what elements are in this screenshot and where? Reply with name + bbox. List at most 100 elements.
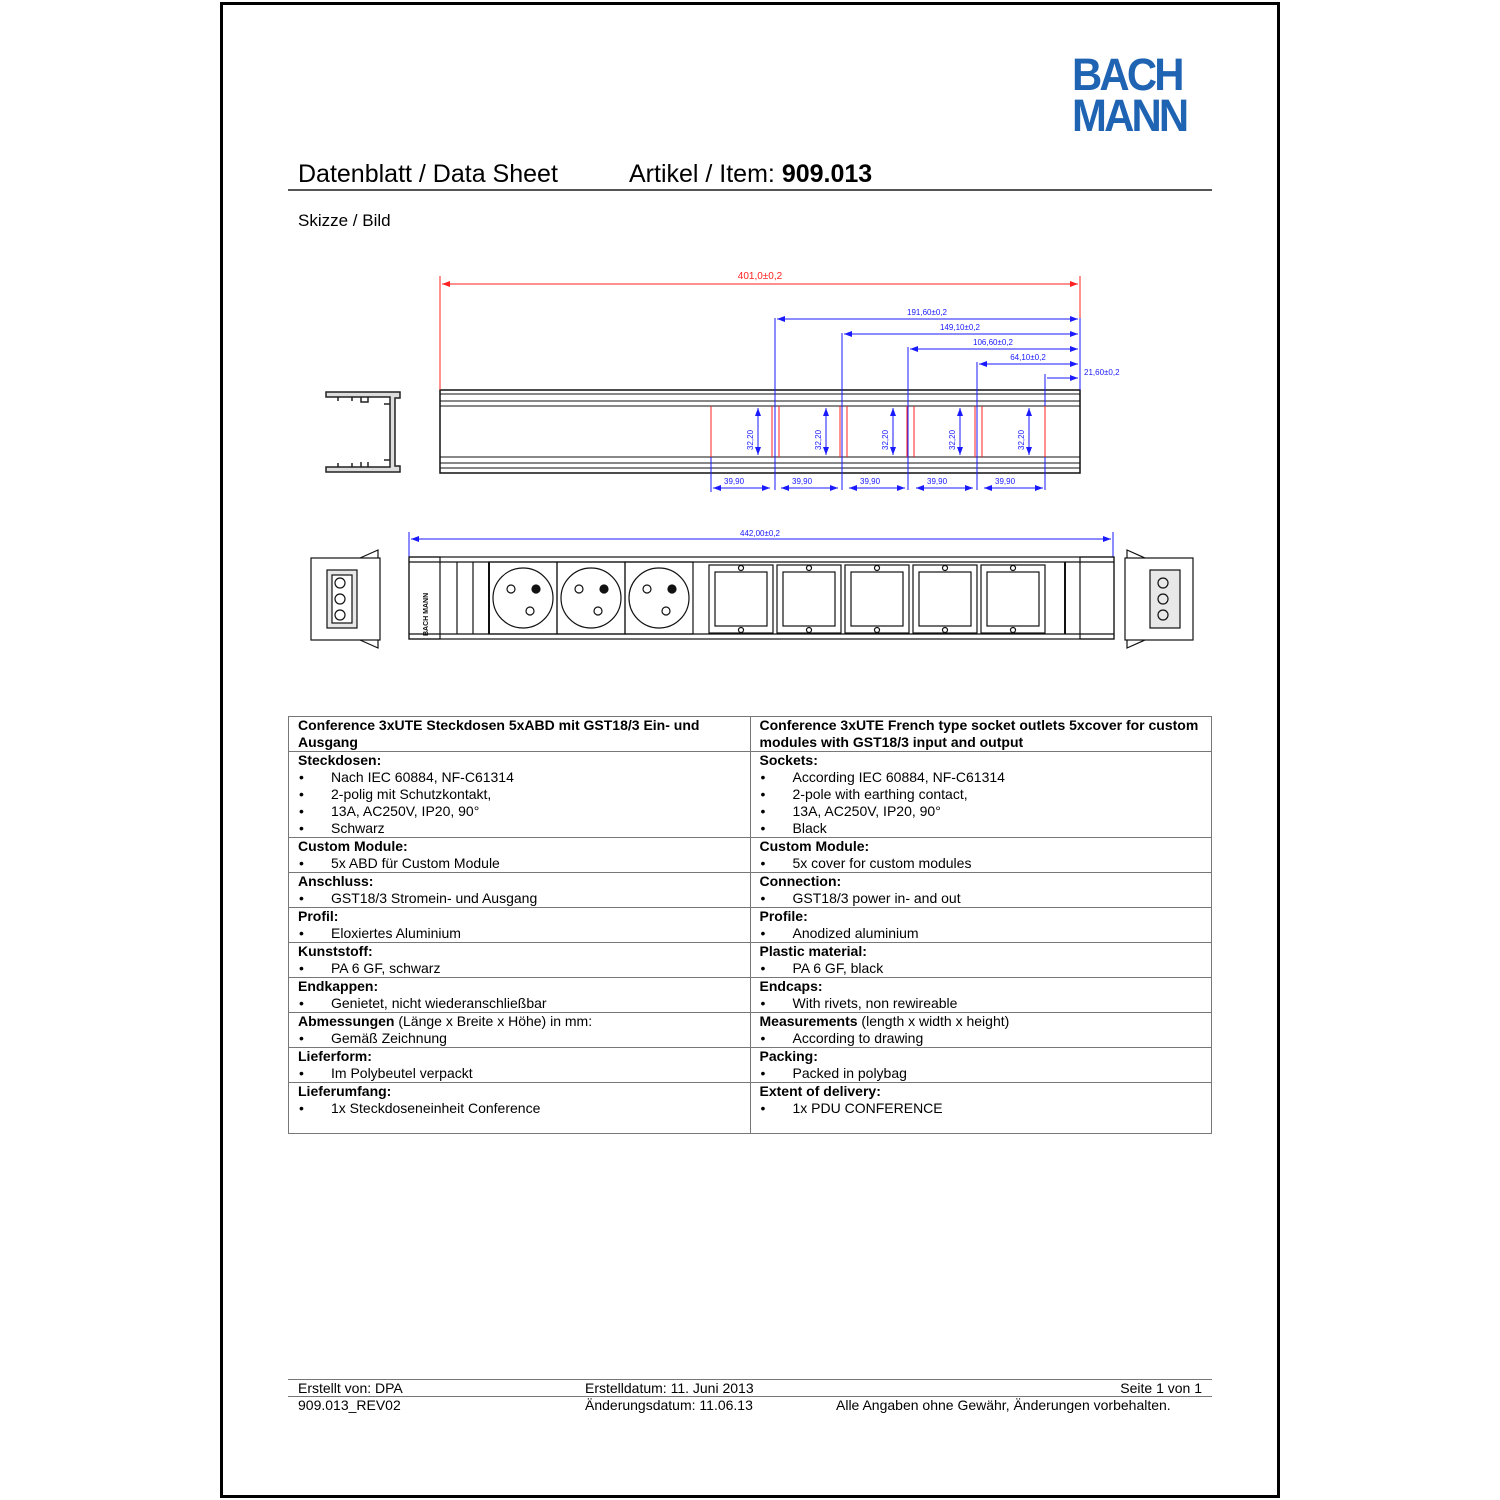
spec-de-measurements: Abmessungen (Länge x Breite x Höhe) in m… bbox=[288, 1012, 751, 1048]
end-label: BACH MANN bbox=[423, 593, 430, 636]
dim-cutout-w-4: 39,90 bbox=[927, 477, 948, 486]
dim-401: 401,0±0,2 bbox=[738, 271, 783, 282]
table-row: Profil:•Eloxiertes Aluminium Profile:•An… bbox=[288, 907, 1212, 943]
spec-heading: Custom Module: bbox=[298, 838, 408, 854]
spec-heading: Custom Module: bbox=[759, 838, 870, 854]
profile-side-view bbox=[439, 389, 1081, 474]
bullet-item: •Nach IEC 60884, NF-C61314 bbox=[299, 769, 514, 785]
profile-cross-section bbox=[325, 391, 401, 473]
bullet-item: •5x ABD für Custom Module bbox=[299, 855, 500, 871]
title-en: Conference 3xUTE French type socket outl… bbox=[749, 716, 1212, 752]
footer-divider-top bbox=[288, 1379, 1212, 1380]
spec-en-profile: Profile:•Anodized aluminium bbox=[749, 907, 1212, 943]
dim-442: 442,00±0,2 bbox=[740, 529, 781, 538]
bullet-item: •PA 6 GF, black bbox=[760, 960, 884, 976]
item-number: 909.013 bbox=[781, 160, 873, 188]
logo-line-2: MANN bbox=[1072, 90, 1189, 141]
footer-modified-date: Änderungsdatum: 11.06.13 bbox=[585, 1397, 753, 1413]
module-cover-5 bbox=[980, 564, 1046, 634]
module-cover-2 bbox=[776, 564, 842, 634]
spec-heading: Plastic material: bbox=[759, 943, 867, 959]
bullet-item: •According IEC 60884, NF-C61314 bbox=[760, 769, 1005, 785]
dim-cutout-h-5: 32,20 bbox=[1017, 429, 1026, 450]
bullet-item: •5x cover for custom modules bbox=[760, 855, 972, 871]
spec-en-plastic: Plastic material:•PA 6 GF, black bbox=[749, 942, 1212, 978]
bullet-item: •GST18/3 power in- and out bbox=[760, 890, 961, 906]
bullet-item: •PA 6 GF, schwarz bbox=[299, 960, 441, 976]
bullet-item: •Gemäß Zeichnung bbox=[299, 1030, 447, 1046]
item-heading: Artikel / Item: 909.013 bbox=[629, 160, 872, 189]
dimension-overall-length bbox=[408, 532, 1114, 557]
bullet-item: •1x PDU CONFERENCE bbox=[760, 1100, 943, 1116]
spec-heading: Connection: bbox=[759, 873, 842, 889]
spec-de-delivery: Lieferumfang:•1x Steckdoseneinheit Confe… bbox=[288, 1082, 751, 1134]
table-row: Steckdosen: •Nach IEC 60884, NF-C61314 •… bbox=[288, 751, 1212, 838]
spec-heading: Measurements (length x width x height) bbox=[759, 1013, 1010, 1029]
bullet-item: •With rivets, non rewireable bbox=[760, 995, 958, 1011]
bullet-item: •2-pole with earthing contact, bbox=[760, 786, 968, 802]
dim-offset-4: 64,10±0,2 bbox=[1010, 353, 1046, 362]
spec-en-delivery: Extent of delivery:•1x PDU CONFERENCE bbox=[749, 1082, 1212, 1134]
table-row: Custom Module:•5x ABD für Custom Module … bbox=[288, 837, 1212, 873]
spec-de-sockets: Steckdosen: •Nach IEC 60884, NF-C61314 •… bbox=[288, 751, 751, 838]
footer-created-by: Erstellt von: DPA bbox=[298, 1380, 403, 1396]
spec-en-measurements: Measurements (length x width x height)•A… bbox=[749, 1012, 1212, 1048]
bachmann-logo: BACH MANN bbox=[1072, 49, 1189, 141]
dim-cutout-h-4: 32,20 bbox=[948, 429, 957, 450]
left-connector bbox=[310, 549, 381, 649]
bullet-item: •Anodized aluminium bbox=[760, 925, 919, 941]
sketch-label: Skizze / Bild bbox=[298, 211, 391, 230]
footer-created-date: Erstelldatum: 11. Juni 2013 bbox=[585, 1380, 754, 1396]
footer-divider bbox=[288, 1396, 1212, 1397]
spec-de-profile: Profil:•Eloxiertes Aluminium bbox=[288, 907, 751, 943]
bullet-item: •GST18/3 Stromein- und Ausgang bbox=[299, 890, 538, 906]
table-row: Lieferform:•Im Polybeutel verpackt Packi… bbox=[288, 1047, 1212, 1083]
bullet-item: •Packed in polybag bbox=[760, 1065, 907, 1081]
spec-en-endcaps: Endcaps:•With rivets, non rewireable bbox=[749, 977, 1212, 1013]
socket-3 bbox=[624, 561, 694, 635]
pdu-front-view bbox=[408, 556, 1115, 640]
spec-heading: Steckdosen: bbox=[298, 752, 382, 768]
spec-heading: Abmessungen (Länge x Breite x Höhe) in m… bbox=[298, 1013, 593, 1029]
spec-heading: Endkappen: bbox=[298, 978, 379, 994]
module-covers bbox=[708, 564, 1046, 634]
spec-heading: Lieferform: bbox=[298, 1048, 372, 1064]
dimension-offsets bbox=[774, 316, 1081, 490]
spec-de-endcaps: Endkappen:•Genietet, nicht wiederanschli… bbox=[288, 977, 751, 1013]
dim-offset-2: 149,10±0,2 bbox=[940, 323, 981, 332]
page-title: Datenblatt / Data Sheet bbox=[298, 160, 558, 188]
spec-heading: Profil: bbox=[298, 908, 339, 924]
spec-heading: Profile: bbox=[759, 908, 808, 924]
module-cover-1 bbox=[708, 564, 774, 634]
dim-offset-5: 21,60±0,2 bbox=[1084, 368, 1120, 377]
cutout-markers: 32,20 32,20 32,20 32,20 32,20 39,90 39,9… bbox=[710, 406, 1046, 492]
dim-cutout-h-2: 32,20 bbox=[814, 429, 823, 450]
spec-heading: Extent of delivery: bbox=[759, 1083, 881, 1099]
spec-en-connection: Connection:•GST18/3 power in- and out bbox=[749, 872, 1212, 908]
dim-offset-3: 106,60±0,2 bbox=[973, 338, 1014, 347]
bullet-item: •Black bbox=[760, 820, 827, 836]
bullet-item: •13A, AC250V, IP20, 90° bbox=[760, 803, 941, 819]
title-de: Conference 3xUTE Steckdosen 5xABD mit GS… bbox=[288, 716, 751, 752]
specification-table: Conference 3xUTE Steckdosen 5xABD mit GS… bbox=[288, 716, 1212, 1134]
table-row: Abmessungen (Länge x Breite x Höhe) in m… bbox=[288, 1012, 1212, 1048]
spec-en-sockets: Sockets: •According IEC 60884, NF-C61314… bbox=[749, 751, 1212, 838]
footer-page-number: Seite 1 von 1 bbox=[1120, 1380, 1202, 1396]
spec-heading: Anschluss: bbox=[298, 873, 374, 889]
table-row: Anschluss:•GST18/3 Stromein- und Ausgang… bbox=[288, 872, 1212, 908]
bullet-item: •1x Steckdoseneinheit Conference bbox=[299, 1100, 541, 1116]
bullet-item: •Eloxiertes Aluminium bbox=[299, 925, 461, 941]
spec-de-custom-module: Custom Module:•5x ABD für Custom Module bbox=[288, 837, 751, 873]
spec-en-packing: Packing:•Packed in polybag bbox=[749, 1047, 1212, 1083]
spec-de-connection: Anschluss:•GST18/3 Stromein- und Ausgang bbox=[288, 872, 751, 908]
module-cover-3 bbox=[844, 564, 910, 634]
spec-de-packing: Lieferform:•Im Polybeutel verpackt bbox=[288, 1047, 751, 1083]
spec-heading: Lieferumfang: bbox=[298, 1083, 392, 1099]
spec-heading: Endcaps: bbox=[759, 978, 823, 994]
bullet-item: •Genietet, nicht wiederanschließbar bbox=[299, 995, 547, 1011]
dim-cutout-w-3: 39,90 bbox=[860, 477, 881, 486]
dimension-overall-profile bbox=[439, 276, 1081, 390]
dim-cutout-w-5: 39,90 bbox=[995, 477, 1016, 486]
logo-line-1: BACH bbox=[1072, 49, 1185, 100]
bullet-item: •Schwarz bbox=[299, 820, 385, 836]
